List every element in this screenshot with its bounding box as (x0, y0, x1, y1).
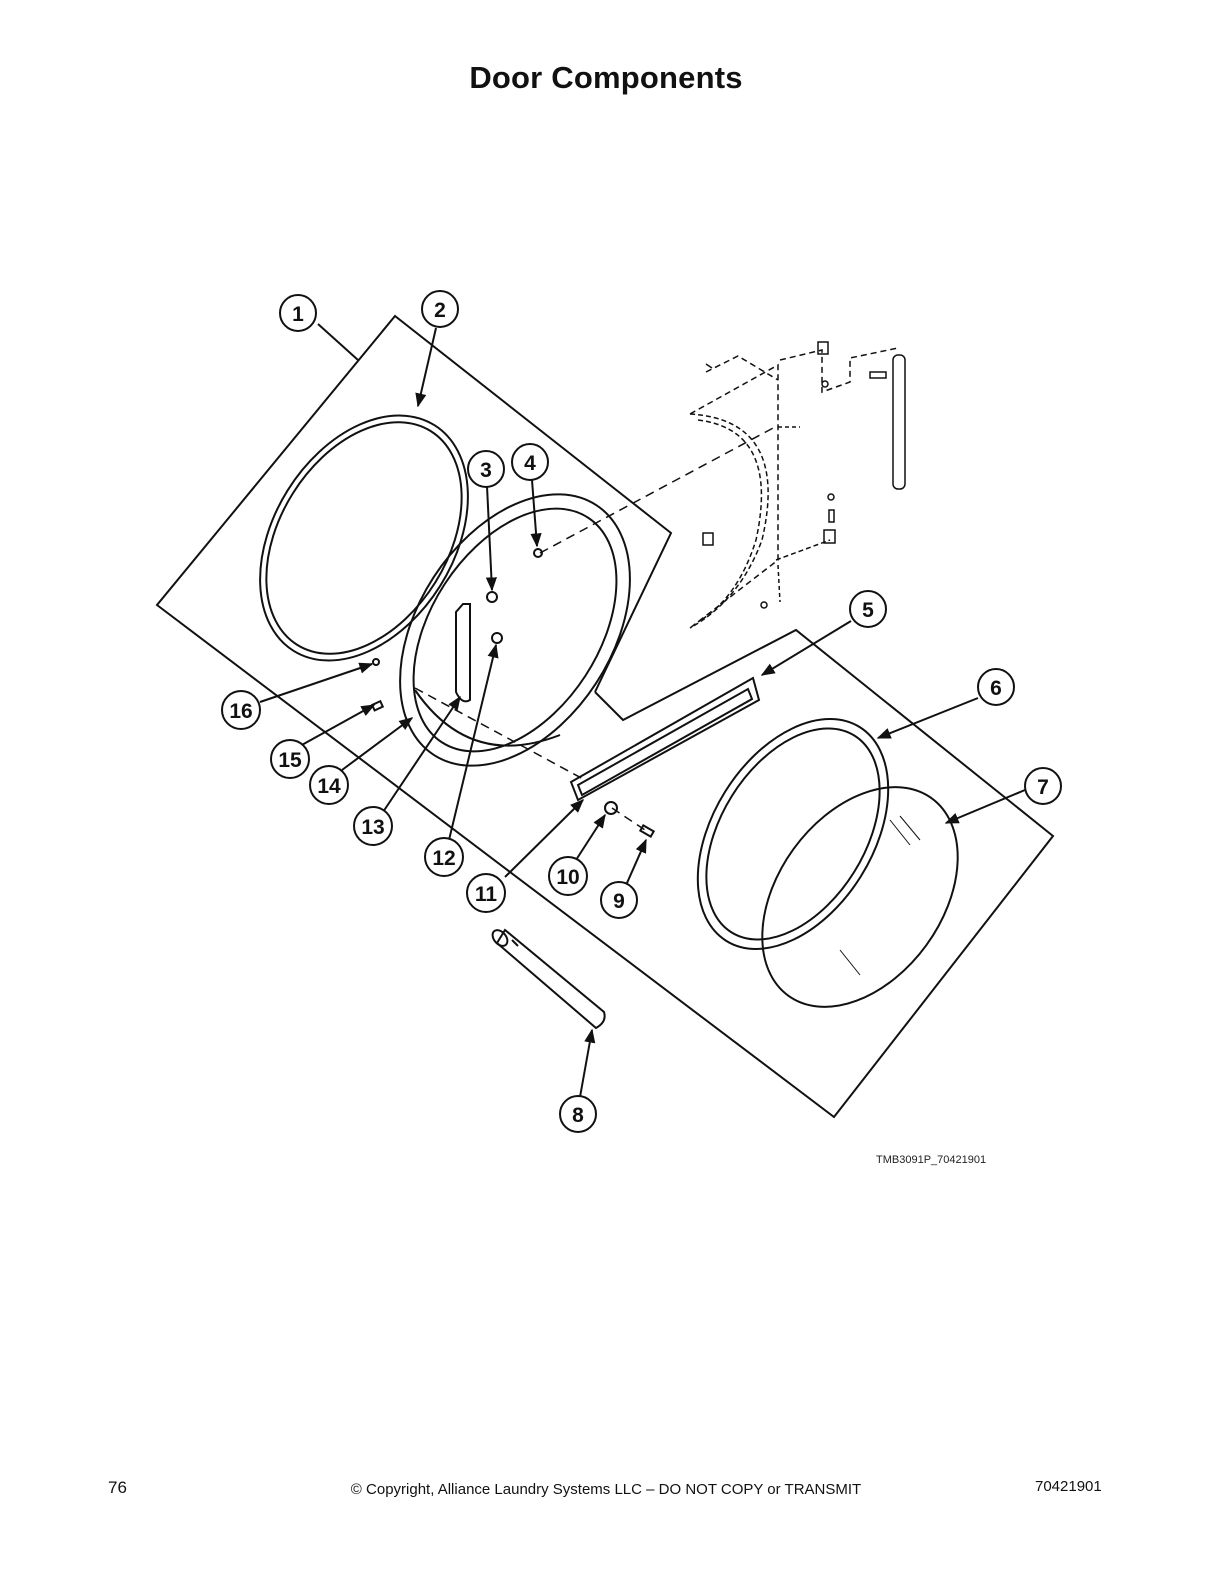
callout-label: 3 (480, 459, 492, 482)
page-title: Door Components (469, 60, 743, 95)
door-handle (455, 603, 471, 703)
callout-label: 11 (475, 883, 498, 906)
callout-label: 4 (524, 452, 536, 475)
footer-page-number: 76 (108, 1478, 127, 1497)
drawing-id: TMB3091P_70421901 (876, 1154, 987, 1166)
footer-copyright: © Copyright, Alliance Laundry Systems LL… (350, 1481, 862, 1498)
callout-11: 11 (466, 873, 506, 913)
callout-leaders (259, 323, 1026, 1098)
gasket-ring (259, 414, 469, 662)
callout-label: 10 (556, 866, 579, 889)
callout-label: 8 (572, 1104, 584, 1127)
callout-16: 16 (221, 690, 261, 730)
callout-label: 7 (1037, 776, 1049, 799)
callout-9: 9 (600, 881, 638, 919)
callout-2: 2 (421, 290, 459, 328)
callout-13: 13 (353, 806, 393, 846)
glass-gasket-ring (696, 718, 890, 950)
hinge-frame (689, 341, 906, 629)
callout-1: 1 (279, 294, 317, 332)
callout-3: 3 (467, 450, 505, 488)
callout-6: 6 (977, 668, 1015, 706)
door-glass (761, 786, 959, 1008)
door-strip (569, 676, 761, 802)
callout-12: 12 (424, 837, 464, 877)
assembly-axis-lines (414, 426, 776, 831)
callout-5: 5 (849, 590, 887, 628)
callout-label: 1 (292, 303, 304, 326)
callout-7: 7 (1024, 767, 1062, 805)
screw-part (638, 824, 656, 838)
door-rim (399, 493, 631, 767)
washer-part (604, 801, 618, 815)
callout-15: 15 (270, 739, 310, 779)
callout-label: 2 (434, 299, 446, 322)
callout-label: 9 (613, 890, 625, 913)
callout-4: 4 (511, 443, 549, 481)
footer-document-number: 70421901 (1035, 1478, 1102, 1495)
callout-8: 8 (559, 1095, 597, 1133)
callout-label: 5 (862, 599, 874, 622)
callout-label: 6 (990, 677, 1002, 700)
callout-label: 16 (229, 700, 252, 723)
callout-label: 14 (317, 775, 341, 798)
group-bracket-outline (155, 314, 1055, 1119)
callout-label: 12 (432, 847, 455, 870)
hinge-pin (491, 928, 606, 1030)
callout-14: 14 (309, 765, 349, 805)
callout-label: 13 (361, 816, 384, 839)
door-hardware (370, 548, 543, 712)
callout-label: 15 (278, 749, 302, 772)
callout-10: 10 (548, 856, 588, 896)
